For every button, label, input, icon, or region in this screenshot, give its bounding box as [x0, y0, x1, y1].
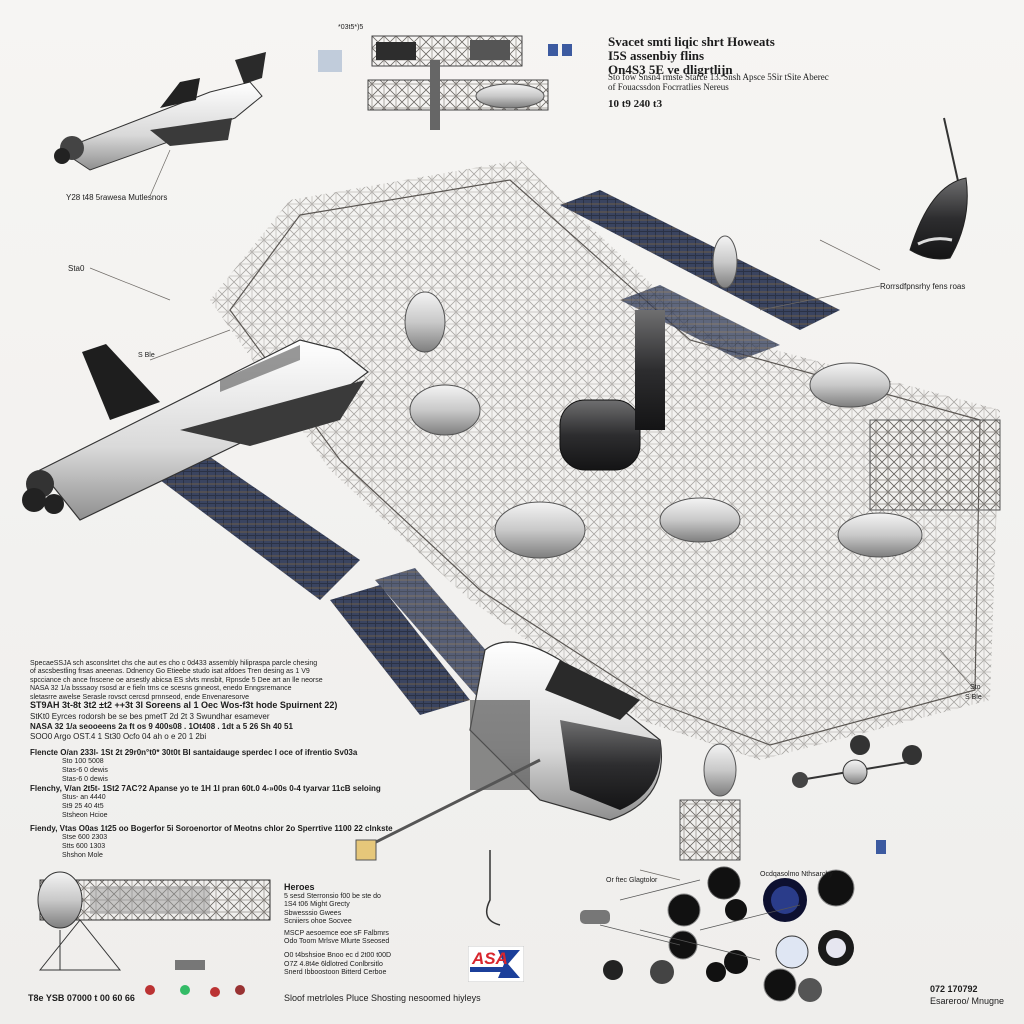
header-code: 10 t9 240 t3 — [608, 98, 663, 110]
intro-line: NASA 32 1/a bsssaoy rsosd ar e fieln trn… — [30, 685, 292, 693]
intro-line: spcciance ch ance fnscene oe arsestly ab… — [30, 676, 323, 684]
group2-item: St9 25 40 4t5 — [62, 803, 104, 810]
callout-right-small-a: Sto — [970, 684, 981, 691]
group2-item: Stus- an 4440 — [62, 794, 106, 801]
text-block-line-c: NASA 32 1/a seooeens 2a ft os 9 400s08 .… — [30, 722, 293, 731]
bottom-left-line: Sbwesssio Gwees — [284, 909, 342, 917]
callout-right: Rorrsdfpnsrhy fens roas — [880, 282, 966, 291]
group1-title: Flencte O/an 233l- 1St 2t 29r0n°t0* 30t0… — [30, 748, 358, 757]
bottom-left-line: Odo Toom Mrlsve Mlurte Sseosed — [284, 937, 390, 945]
bottom-left-line: Scniiers ohoe Socvee — [284, 918, 352, 926]
header-title-line1: Svacet smti liqic shrt Howeats — [608, 34, 775, 49]
group2-title: Flenchy, V/an 2t5t- 1St2 7AC?2 Apanse yo… — [30, 784, 381, 793]
satellite-illustration — [792, 735, 922, 854]
group3-item: Stts 600 1303 — [62, 843, 106, 850]
text-block-line-b: StKt0 Eyrces rodorsh be se bes pmetT 2d … — [30, 712, 270, 721]
header-title-line3: On4S3 5E ve dligrtlijn — [608, 62, 733, 77]
header-subtitle-line2: of Fouacssdon Focrratlies Nereus — [608, 82, 729, 92]
header-title-line2: I5S assenbiy flins — [608, 48, 705, 63]
intro-line: of ascsbestling frsas aneenas. Ddnency G… — [30, 668, 310, 676]
orb-label-b: Ocdqasolmo Nthsarchy — [760, 871, 833, 878]
top-module-illustration — [318, 35, 572, 130]
group3-item: Shshon Mole — [62, 852, 103, 859]
bottom-right-code: 072 170792 — [930, 984, 978, 994]
station-lattice-illustration — [160, 160, 1001, 861]
probe-illustration — [909, 117, 968, 260]
asa-logo: ASA — [467, 945, 525, 983]
bottom-left-line: O0 t4bshsioe Bnoo ec d 2t00 t00D — [284, 952, 392, 960]
bottom-left-line: MSCP aesoemce eoe sF Falbmrs — [284, 929, 389, 937]
group3-title: Fiendy, Vtas O0as 1t25 oo Bogerfor 5i So… — [30, 824, 393, 833]
group1-item: Stas-6 0 dewis — [62, 776, 108, 783]
group1-item: Stas-6 0 dewis — [62, 767, 108, 774]
intro-line: sletasrre awelse Serasle rovsct cercsd p… — [30, 693, 250, 701]
bottom-left-footer: Sloof metrloles Pluce Shosting nesoomed … — [284, 993, 481, 1003]
text-block-line-a: ST9AH 3t-8t 3t2 ±t2 ++3t 3l Soreens al 1… — [30, 700, 338, 710]
callout-left-b: S Ble — [138, 352, 155, 359]
leader-lines — [89, 149, 976, 881]
orb-cluster-illustration — [485, 850, 855, 1002]
bottom-left-lines: 5 sesd Sterronsio f00 be ste do 1S4 t06 … — [284, 893, 391, 978]
callout-left-a: Sta0 — [68, 264, 85, 273]
top-caption: *03t5*)5 — [338, 24, 364, 31]
orb-label-a: Or ftec Glagtolor — [606, 877, 658, 884]
bottom-left-heading: Heroes — [284, 882, 315, 892]
orbiter-illustration — [355, 641, 662, 861]
header-subtitle-line1: Sto fow Snsn4 rmste Starce 13. Snsh Apsc… — [608, 72, 829, 82]
group2-item: Stsheon Hcioe — [62, 812, 108, 819]
callout-right-small-b: S Ble — [965, 694, 982, 701]
bottom-right-subtitle: Esareroo/ Mnugne — [930, 996, 1005, 1006]
text-block-intro: SpecaeSSJA sch asconslrtet chs che aut e… — [30, 660, 323, 702]
group3-item: Stse 600 2303 — [62, 834, 108, 841]
shuttle-top-illustration — [54, 52, 266, 171]
bottom-left-caption: T8e YSB 07000 t 00 60 66 — [28, 993, 135, 1003]
bottom-left-line: O7Z 4.8t4e 6ldlotred Conlbrsitlo — [284, 960, 383, 968]
group1-item: Sto 100 5008 — [62, 758, 104, 765]
truss-schematic-illustration — [37, 871, 271, 997]
shuttle-main-illustration — [22, 339, 369, 521]
bottom-left-line: Snerd Ibboostoon Bitterd Cerboe — [284, 969, 387, 977]
intro-line: SpecaeSSJA sch asconslrtet chs che aut e… — [30, 660, 318, 667]
bottom-left-line: 5 sesd Sterronsio f00 be ste do — [284, 893, 381, 900]
bottom-left-line: 1S4 t06 Might Grecty — [284, 901, 350, 909]
text-block-line-d: SOO0 Argo OST.4 1 St30 Ocfo 04 ah o e 20… — [30, 732, 207, 741]
asa-logo-text: ASA — [472, 949, 508, 968]
callout-shuttle-top: Y28 t48 5rawesa Mutlesnors — [66, 193, 168, 202]
